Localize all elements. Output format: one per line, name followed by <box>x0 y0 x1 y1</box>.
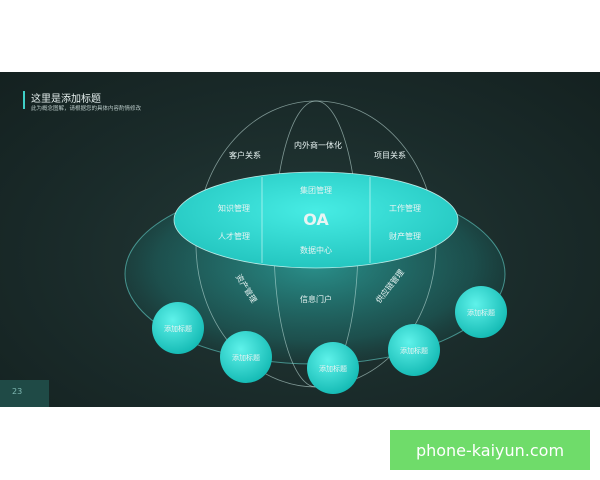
watermark-banner: phone-kaiyun.com <box>390 430 590 470</box>
topic-circle-2-label: 添加标题 <box>232 353 260 362</box>
topic-circle-5-label: 添加标题 <box>467 308 495 317</box>
topic-circle-2[interactable]: 添加标题 <box>220 331 272 383</box>
slide-subtitle: 此为概念图解，请根据您的具体内容酌情修改 <box>31 106 142 112</box>
topic-circle-5[interactable]: 添加标题 <box>455 286 507 338</box>
label-ellipse-right-bottom: 财产管理 <box>389 231 421 241</box>
center-disc <box>174 172 458 268</box>
topic-circle-4[interactable]: 添加标题 <box>388 324 440 376</box>
label-ellipse-bottom: 数据中心 <box>300 245 332 255</box>
label-center-oa: OA <box>303 210 329 229</box>
oa-diagram: 内外商一体化 客户关系 项目关系 集团管理 知识管理 工作管理 OA 人才管理 … <box>124 100 507 394</box>
label-ellipse-right-top: 工作管理 <box>389 203 421 213</box>
label-ellipse-top: 集团管理 <box>300 185 332 195</box>
topic-circle-1-label: 添加标题 <box>164 324 192 333</box>
label-top-left: 客户关系 <box>229 150 261 160</box>
label-top-outer: 内外商一体化 <box>294 140 342 150</box>
slide-title: 这里是添加标题 <box>31 94 101 105</box>
label-top-right: 项目关系 <box>374 150 406 160</box>
label-lower-center: 信息门户 <box>300 294 332 304</box>
slide: 这里是添加标题 此为概念图解，请根据您的具体内容酌情修改 <box>0 72 600 407</box>
center-disc-ring <box>173 171 459 269</box>
topic-circle-4-label: 添加标题 <box>400 346 428 355</box>
page-number-box: 23 <box>0 380 49 407</box>
title-accent-bar <box>23 91 25 109</box>
page-number: 23 <box>12 387 23 396</box>
watermark-text: phone-kaiyun.com <box>415 440 565 460</box>
label-ellipse-left-bottom: 人才管理 <box>218 231 250 241</box>
label-ellipse-left-top: 知识管理 <box>218 203 250 213</box>
topic-circle-1[interactable]: 添加标题 <box>152 302 204 354</box>
topic-circle-3[interactable]: 添加标题 <box>307 342 359 394</box>
topic-circle-3-label: 添加标题 <box>319 364 347 373</box>
